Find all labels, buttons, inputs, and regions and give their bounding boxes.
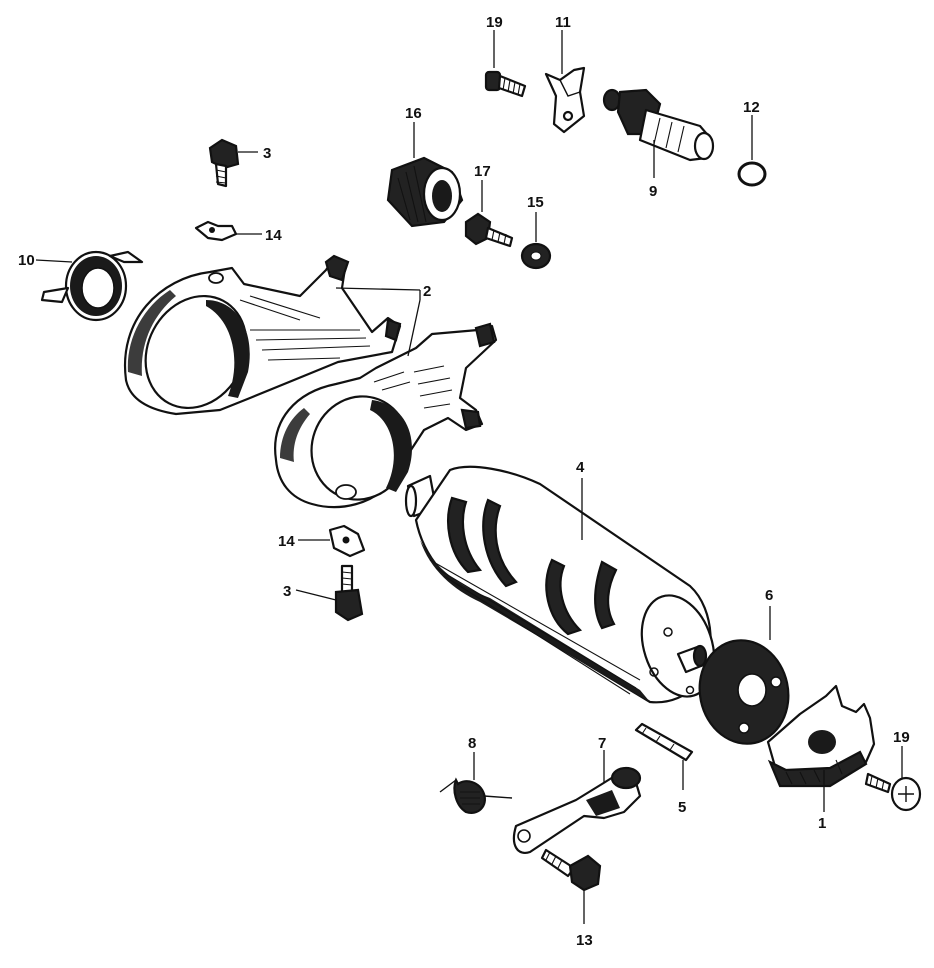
callout-13: 13 xyxy=(576,932,593,949)
callout-17: 17 xyxy=(474,163,491,180)
part-2-shift-fork-left xyxy=(123,254,402,416)
part-15-washer xyxy=(520,242,552,270)
callout-14-top: 14 xyxy=(265,227,282,244)
part-16-oil-seal xyxy=(386,156,464,228)
part-14-clip-top xyxy=(194,220,238,242)
part-10-neutral-stopper-spring xyxy=(40,250,144,322)
callout-3-lower: 3 xyxy=(283,583,291,600)
part-7-stopper-arm xyxy=(512,766,642,854)
callout-18: 19 xyxy=(486,14,503,31)
callout-8: 8 xyxy=(468,735,476,752)
callout-4: 4 xyxy=(576,459,585,476)
callout-2: 2 xyxy=(423,283,431,300)
callout-16: 16 xyxy=(405,105,422,122)
callout-15: 15 xyxy=(527,194,544,211)
callout-1: 1 xyxy=(818,815,826,832)
callout-5: 5 xyxy=(678,799,686,816)
callout-19: 19 xyxy=(893,729,910,746)
part-19-phillips-screw xyxy=(864,772,922,812)
callout-9: 9 xyxy=(649,183,657,200)
part-14-clip-lower xyxy=(328,524,366,558)
callout-7: 7 xyxy=(598,735,606,752)
part-18-screw xyxy=(484,70,527,98)
callout-10: 10 xyxy=(18,252,35,269)
part-12-o-ring xyxy=(737,161,767,187)
callout-6: 6 xyxy=(765,587,773,604)
part-11-contact-bracket xyxy=(544,66,586,134)
part-17-bolt xyxy=(464,212,514,248)
callout-12: 12 xyxy=(743,99,760,116)
part-1-shift-drum-stopper xyxy=(766,684,876,788)
callout-14-lower: 14 xyxy=(278,533,295,550)
part-2-shift-fork-right xyxy=(274,322,498,509)
part-3-guide-pin-lower xyxy=(334,564,364,622)
part-13-arm-bolt xyxy=(540,848,602,892)
part-9-neutral-switch-rotor xyxy=(602,88,715,162)
part-3-guide-pin-top xyxy=(208,138,240,188)
part-4-shift-drum xyxy=(404,465,716,704)
part-8-stopper-spring xyxy=(439,777,513,814)
callout-11: 11 xyxy=(555,14,571,31)
part-6-stopper-plate xyxy=(698,639,790,745)
part-5-pin xyxy=(634,722,694,762)
callout-3-top: 3 xyxy=(263,145,271,162)
